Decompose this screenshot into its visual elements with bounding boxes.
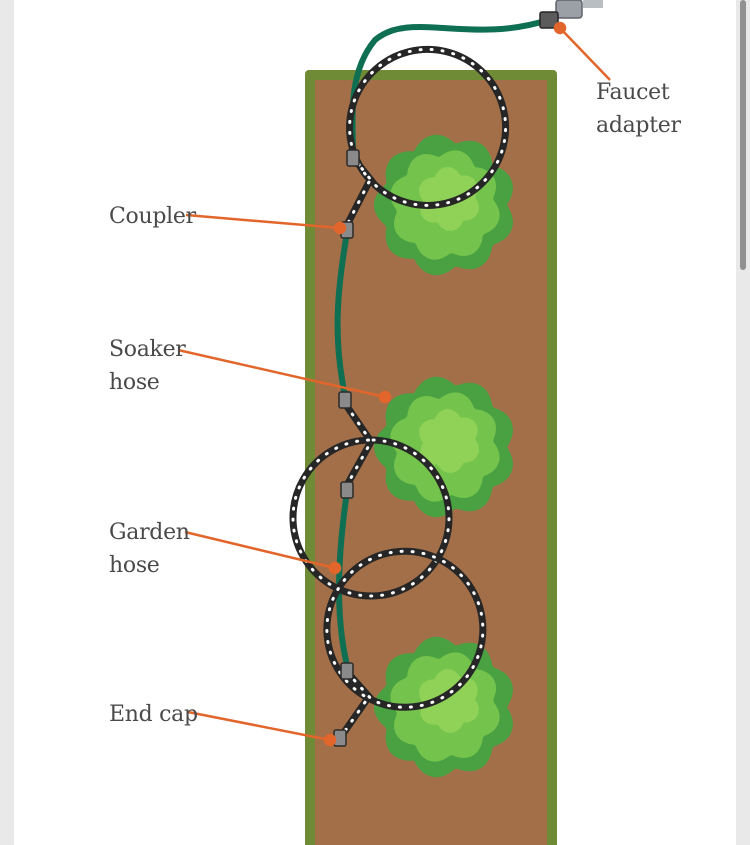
- coupler-fitting: [338, 391, 352, 409]
- label-line: adapter: [596, 113, 681, 138]
- label-faucet-adapter: Faucet adapter: [596, 76, 681, 142]
- coupler-fitting: [340, 662, 354, 680]
- label-line: hose: [109, 553, 160, 578]
- couplers: [333, 149, 360, 747]
- label-line: Soaker: [109, 337, 186, 362]
- label-coupler: Coupler: [109, 200, 196, 233]
- label-end-cap: End cap: [109, 698, 198, 731]
- faucet-icon: [539, 0, 603, 29]
- arrow-end-cap: [187, 710, 331, 742]
- coupler-fitting: [340, 481, 354, 499]
- label-soaker-hose: Soaker hose: [109, 333, 186, 399]
- plants-group: [374, 134, 513, 778]
- coupler-fitting: [346, 149, 360, 167]
- faucet-adapter-fitting: [539, 11, 559, 29]
- arrow-faucet-adapter: [559, 27, 611, 81]
- plant: [374, 376, 513, 518]
- label-line: hose: [109, 370, 160, 395]
- label-line: End cap: [109, 702, 198, 727]
- arrow-coupler: [185, 213, 341, 230]
- label-garden-hose: Garden hose: [109, 516, 190, 582]
- soaker-hose: [289, 45, 510, 742]
- arrow-garden-hose: [184, 530, 336, 570]
- label-line: Garden: [109, 520, 190, 545]
- callout-arrows: [177, 21, 611, 747]
- label-line: Coupler: [109, 204, 196, 229]
- scrollbar[interactable]: [740, 0, 746, 270]
- arrow-soaker-hose: [177, 348, 386, 399]
- label-line: Faucet: [596, 80, 670, 105]
